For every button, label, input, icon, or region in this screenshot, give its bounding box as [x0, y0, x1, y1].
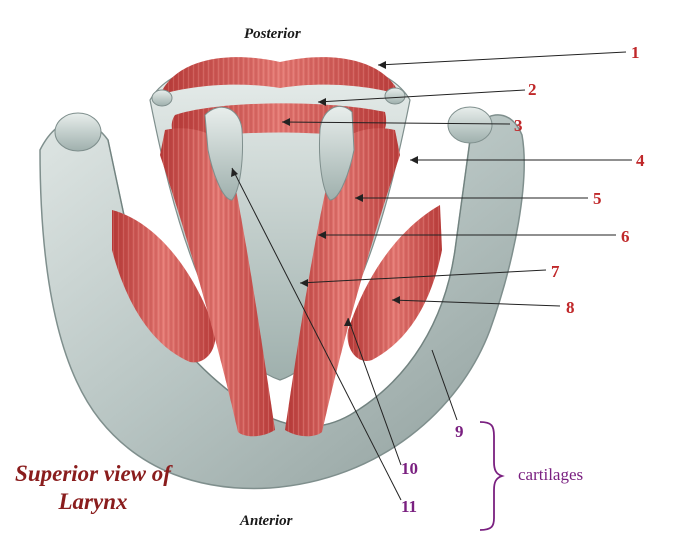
leader-line-7	[299, 269, 547, 284]
title-line-2: Larynx	[58, 489, 128, 514]
leader-line-10	[347, 317, 402, 466]
arrow-head-4	[410, 156, 418, 164]
arrow-head-1	[378, 61, 386, 69]
leader-line-3	[281, 121, 511, 125]
label-11: 11	[401, 497, 418, 516]
arrow-head-8	[392, 296, 400, 304]
arrow-head-2	[318, 98, 326, 106]
arytenoid-cartilages	[151, 87, 406, 201]
leader-lines	[231, 51, 632, 501]
cartilage-brace	[479, 421, 505, 531]
leader-line-9	[431, 349, 458, 421]
title-line-1: Superior view of	[15, 461, 171, 486]
thyroarytenoid-muscles	[160, 128, 400, 437]
label-5: 5	[593, 189, 602, 208]
arrow-head-5	[355, 194, 363, 202]
diagram-title: Superior view of Larynx	[8, 460, 178, 516]
label-1: 1	[631, 43, 640, 62]
leader-line-8	[391, 299, 561, 307]
leader-line-1	[377, 51, 627, 66]
label-10: 10	[401, 459, 418, 478]
label-3: 3	[514, 116, 523, 135]
leader-line-11	[231, 167, 402, 501]
arrow-head-11	[231, 168, 238, 177]
label-4: 4	[636, 151, 645, 170]
leader-line-2	[317, 89, 526, 103]
arrow-head-7	[300, 279, 308, 287]
label-anterior: Anterior	[240, 513, 293, 529]
arrow-head-6	[318, 231, 326, 239]
arrow-head-10	[344, 318, 352, 326]
lateral-muscles	[112, 205, 442, 363]
cartilages-group-label: cartilages	[518, 465, 584, 484]
label-posterior: Posterior	[244, 26, 301, 42]
label-8: 8	[566, 298, 575, 317]
label-6: 6	[621, 227, 630, 246]
arrow-head-3	[282, 118, 290, 126]
label-7: 7	[551, 262, 560, 281]
label-2: 2	[528, 80, 537, 99]
label-9: 9	[455, 422, 464, 441]
